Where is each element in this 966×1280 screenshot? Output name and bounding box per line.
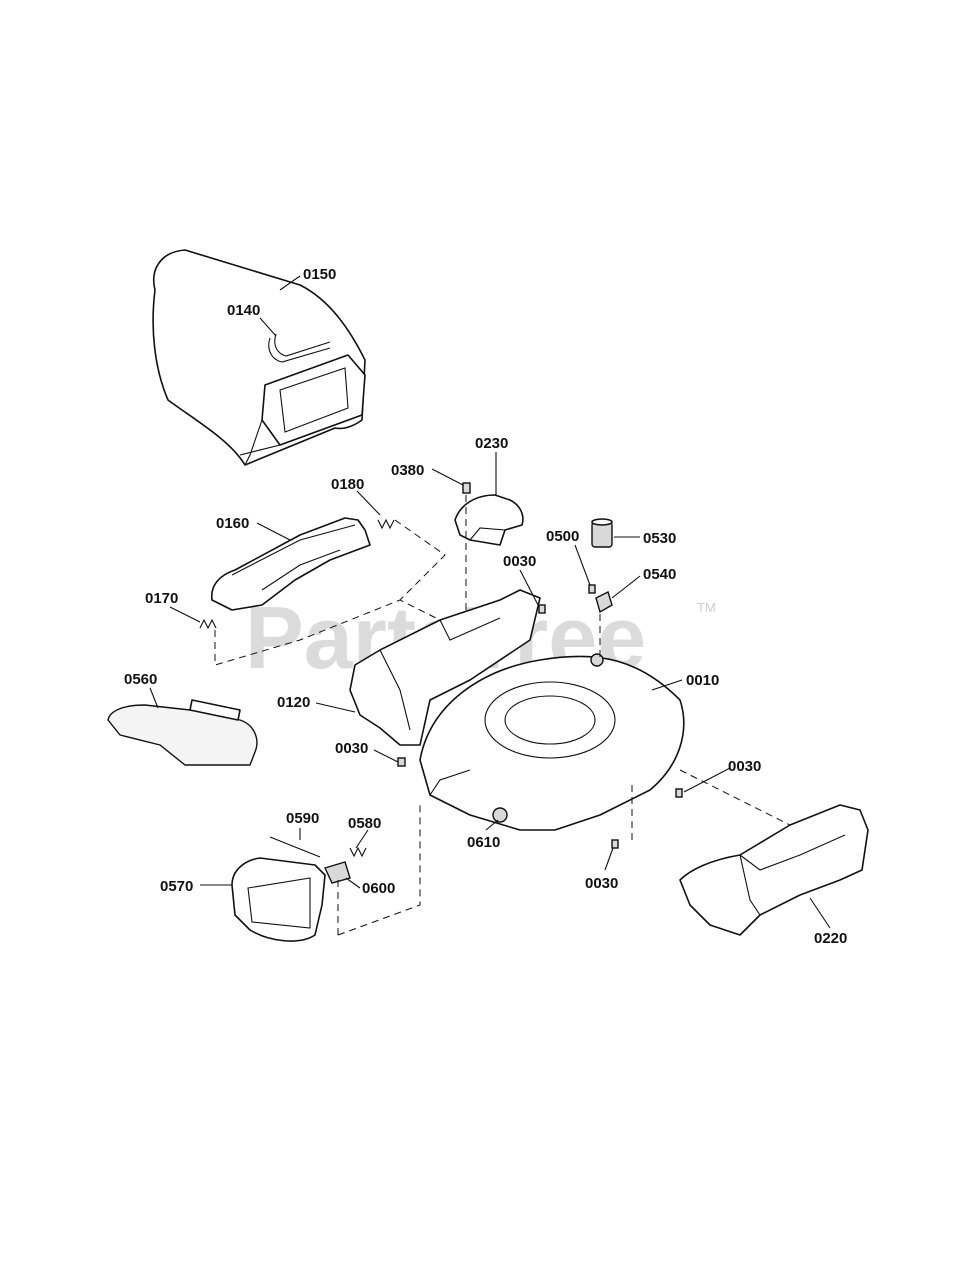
callout-0010: 0010 — [686, 672, 719, 689]
leader-lines — [149, 275, 831, 929]
part-spring-0580[interactable] — [349, 846, 367, 858]
part-screw-0500[interactable] — [588, 584, 596, 594]
callout-labels: 0150 0140 0230 0380 0180 0160 0500 0530 … — [124, 266, 847, 947]
callout-0560: 0560 — [124, 671, 157, 688]
part-knob-0530[interactable] — [591, 518, 613, 548]
callout-0540: 0540 — [643, 566, 676, 583]
part-chute-door[interactable] — [210, 517, 371, 611]
callout-0030-a: 0030 — [503, 553, 536, 570]
part-screw-0030a[interactable] — [538, 604, 546, 614]
callout-0160: 0160 — [216, 515, 249, 532]
callout-0180: 0180 — [331, 476, 364, 493]
part-rod-0590[interactable] — [269, 836, 321, 858]
callout-0590: 0590 — [286, 810, 319, 827]
callout-0150: 0150 — [303, 266, 336, 283]
part-bracket-0540[interactable] — [595, 591, 613, 614]
callout-0230: 0230 — [475, 435, 508, 452]
callout-0600: 0600 — [362, 880, 395, 897]
part-mulch-plug[interactable] — [231, 857, 326, 942]
part-plug-0610[interactable] — [492, 807, 508, 823]
callout-0030-d: 0030 — [585, 875, 618, 892]
part-grass-bag[interactable] — [152, 249, 366, 466]
callout-0220: 0220 — [814, 930, 847, 947]
callout-0170: 0170 — [145, 590, 178, 607]
callout-0580: 0580 — [348, 815, 381, 832]
part-spring-0180[interactable] — [377, 518, 395, 530]
part-spring-0170[interactable] — [199, 618, 217, 630]
part-screw-0380[interactable] — [462, 482, 471, 494]
part-deck[interactable] — [419, 653, 685, 831]
callout-0030-b: 0030 — [335, 740, 368, 757]
part-rear-shield[interactable] — [679, 804, 869, 936]
watermark-trademark: TM — [697, 600, 716, 615]
part-screw-0030c[interactable] — [675, 788, 683, 798]
callout-0500: 0500 — [546, 528, 579, 545]
part-screw-0030b[interactable] — [397, 757, 406, 767]
callout-0530: 0530 — [643, 530, 676, 547]
part-cover[interactable] — [454, 494, 524, 546]
assembly-lines — [214, 495, 791, 936]
callout-0120: 0120 — [277, 694, 310, 711]
callout-0610: 0610 — [467, 834, 500, 851]
callout-0380: 0380 — [391, 462, 424, 479]
part-rear-housing[interactable] — [349, 589, 541, 746]
part-bag-frame[interactable] — [268, 333, 331, 363]
part-screw-0030d[interactable] — [611, 839, 619, 849]
callout-0570: 0570 — [160, 878, 193, 895]
part-hinge-0600[interactable] — [324, 861, 351, 884]
callout-0140: 0140 — [227, 302, 260, 319]
part-side-chute[interactable] — [107, 699, 258, 766]
callout-0030-c: 0030 — [728, 758, 761, 775]
